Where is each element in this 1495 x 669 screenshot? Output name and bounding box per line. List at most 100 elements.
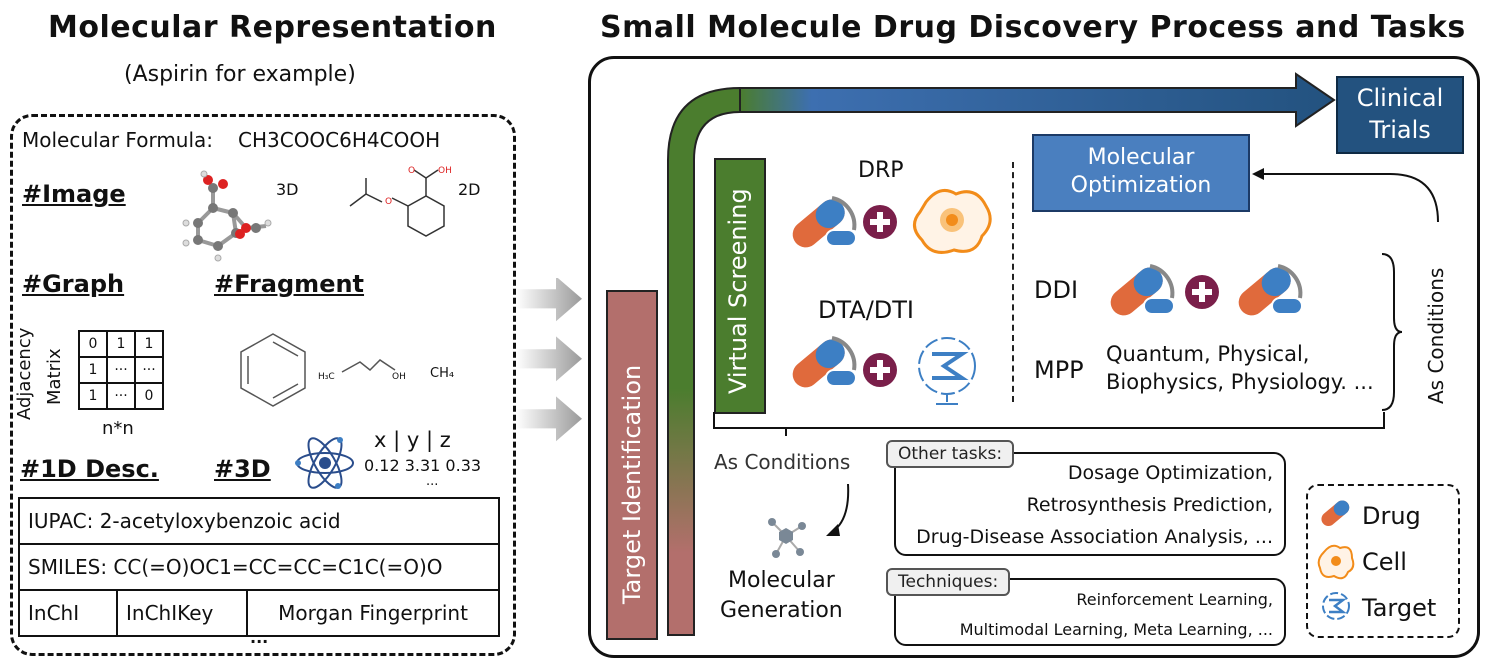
- xyz-header: x | y | z: [374, 428, 451, 452]
- inchikey-cell: InChIKey: [116, 589, 248, 637]
- mol-gen-line2: Generation: [720, 598, 843, 623]
- legend-cell-icon: [1317, 544, 1355, 580]
- graph-label: #Graph: [22, 270, 125, 298]
- image-3d-label: 3D: [276, 180, 299, 199]
- aspirin-2d-image: O O OH: [349, 166, 452, 237]
- legend-box: [1306, 484, 1460, 638]
- mpp-desc-1: Quantum, Physical,: [1106, 342, 1310, 366]
- plus-icon: [863, 353, 897, 387]
- right-title: Small Molecule Drug Discovery Process an…: [600, 10, 1466, 45]
- other-task-item: Retrosynthesis Prediction,: [1026, 494, 1273, 516]
- smiles-cell: SMILES: CC(=O)OC1=CC=CC=C1C(=O)O: [18, 543, 500, 591]
- matrix-cell: 0: [134, 382, 164, 410]
- target-identification-bar: [606, 290, 658, 640]
- svg-text:OH: OH: [438, 166, 452, 176]
- other-task-item: Drug-Disease Association Analysis, ...: [916, 526, 1273, 548]
- other-task-item: Dosage Optimization,: [1067, 462, 1273, 484]
- target-identification-label: Target Identification: [618, 364, 646, 604]
- techniques-tag: Techniques:: [886, 568, 1011, 596]
- matrix-cell: 1: [78, 382, 108, 410]
- peroxide-fragment: [341, 359, 396, 373]
- other-tasks-box: [894, 452, 1286, 556]
- drug-icon: [792, 196, 857, 248]
- legend-cell-label: Cell: [1362, 548, 1407, 576]
- matrix-size-label: n*n: [102, 418, 134, 439]
- ddi-label: DDI: [1034, 276, 1079, 304]
- molecular-optimization-box: Molecular Optimization: [1032, 134, 1250, 212]
- cell-icon: [913, 188, 992, 254]
- matrix-cell: 1: [78, 356, 108, 384]
- image-label: #Image: [22, 180, 126, 208]
- matrix-cell: ···: [106, 382, 136, 410]
- mol-opt-line2: Optimization: [1070, 173, 1212, 198]
- dta-label: DTA/DTI: [818, 296, 914, 324]
- morgan-fingerprint-cell: Morgan Fingerprint: [246, 589, 500, 637]
- xyz-more: ...: [426, 474, 439, 489]
- mol-opt-line1: Molecular: [1087, 145, 1195, 170]
- svg-text:O: O: [385, 197, 392, 207]
- virtual-screening-bar: [714, 158, 766, 414]
- legend-drug-label: Drug: [1362, 502, 1421, 530]
- right-brace: [1381, 253, 1403, 411]
- formula-value: CH3COOC6H4COOH: [238, 128, 441, 152]
- string-representations-table: IUPAC: 2-acetyloxybenzoic acid SMILES: C…: [18, 497, 500, 637]
- atom-icon: [295, 437, 354, 489]
- flow-arrows: [516, 278, 582, 442]
- mol-gen-line1: Molecular: [728, 568, 835, 593]
- 3d-label: #3D: [214, 455, 271, 483]
- as-conditions-side: As Conditions: [1424, 267, 1448, 404]
- process-arrow: [667, 72, 1336, 636]
- image-2d-label: 2D: [458, 180, 481, 199]
- formula-label: Molecular Formula:: [22, 128, 214, 152]
- inchi-cell: InChI: [18, 589, 118, 637]
- fragment-ch3: H₃C: [318, 372, 335, 382]
- clinical-trials-line1: Clinical: [1356, 84, 1444, 112]
- left-title: Molecular Representation: [48, 10, 497, 45]
- curved-arrow: [826, 483, 850, 536]
- legend-drug-icon: [1321, 500, 1350, 527]
- bottom-bracket: [713, 412, 1385, 436]
- desc-label: #1D Desc.: [20, 455, 159, 483]
- drp-label: DRP: [858, 158, 904, 183]
- as-conditions-bottom: As Conditions: [714, 450, 851, 474]
- iupac-cell: IUPAC: 2-acetyloxybenzoic acid: [18, 497, 500, 545]
- clinical-trials-line2: Trials: [1369, 116, 1431, 144]
- drug-icon: [792, 336, 857, 388]
- more-representations: ...: [250, 628, 269, 647]
- svg-text:O: O: [408, 166, 415, 176]
- matrix-cell: ···: [106, 356, 136, 384]
- technique-item: Reinforcement Learning,: [1076, 590, 1273, 609]
- matrix-cell: ···: [134, 356, 164, 384]
- representation-panel: [10, 114, 516, 656]
- legend-target-icon: [1322, 592, 1350, 620]
- molecule-network-icon: [768, 518, 806, 558]
- feedback-arrow: [1252, 168, 1439, 223]
- drug-icon: [1238, 264, 1303, 316]
- left-subtitle: (Aspirin for example): [124, 62, 356, 87]
- plus-icon: [1185, 275, 1219, 309]
- legend-target-label: Target: [1362, 594, 1437, 622]
- fragment-ch4: CH₄: [430, 366, 455, 381]
- virtual-screening-label: Virtual Screening: [724, 188, 752, 394]
- adjacency-label-1: Adjacency: [14, 327, 35, 420]
- benzene-fragment: [240, 333, 306, 407]
- fragment-label: #Fragment: [214, 270, 365, 298]
- matrix-cell: 1: [106, 330, 136, 358]
- target-icon: [918, 337, 976, 405]
- xyz-values: 0.12 3.31 0.33: [364, 456, 482, 475]
- aspirin-3d-image: [182, 170, 272, 262]
- mpp-desc-2: Biophysics, Physiology. ...: [1106, 370, 1374, 394]
- adjacency-label-2: Matrix: [44, 348, 65, 405]
- matrix-cell: 1: [134, 330, 164, 358]
- technique-item: Multimodal Learning, Meta Learning, ...: [959, 620, 1273, 639]
- other-tasks-tag: Other tasks:: [886, 440, 1015, 468]
- plus-icon: [863, 205, 897, 239]
- divider: [1012, 162, 1014, 402]
- matrix-cell: 0: [78, 330, 108, 358]
- process-panel: [588, 56, 1480, 658]
- clinical-trials-box: Clinical Trials: [1336, 76, 1464, 154]
- mpp-label: MPP: [1034, 356, 1084, 384]
- drug-icon: [1110, 264, 1175, 316]
- fragment-oh: OH: [392, 372, 406, 382]
